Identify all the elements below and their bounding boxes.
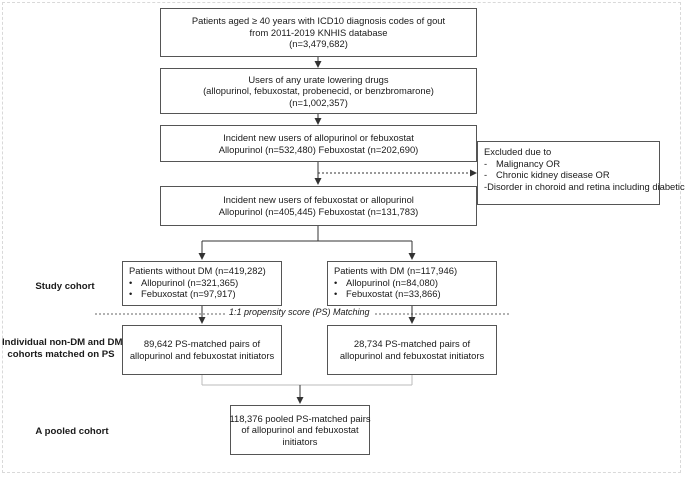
excluded-item-text: Malignancy OR [496,157,561,169]
box-incident-feb-line-2: Allopurinol (n=405,445) Febuxostat (n=13… [218,206,419,217]
box-with-dm: Patients with DM (n=117,946) • Allopurino… [327,261,497,306]
with-dm-item-text: Allopurinol (n=84,080) [346,276,438,288]
box-without-dm: Patients without DM (n=419,282) • Allopur… [122,261,282,306]
label-individual-line-1: Individual non-DM and DM [2,337,123,348]
box-ult-line-3: (n=1,002,357) [289,96,348,108]
without-dm-item-text: Allopurinol (n=321,365) [141,276,239,288]
box-incident-line-1: Incident new users of allopurinol or feb… [223,131,414,143]
label-individual-line-2: cohorts matched on PS [7,349,115,360]
with-dm-item-text: Febuxostat (n=33,866) [346,288,441,300]
excluded-marker: - [484,180,488,192]
box-incident-feb-line-1: Incident new users of febuxostat or allo… [223,194,414,206]
without-dm-item-text: Febuxostat (n=97,917) [141,288,236,300]
excluded-item: -Disorder in choroid and retina includin… [484,180,685,193]
excluded-item-text: Chronic kidney disease OR [496,169,610,181]
box-pooled: 118,376 pooled PS-matched pairs of allop… [229,405,371,455]
box-gout-patients: Patients aged ≥ 40 years with ICD10 diag… [160,8,477,57]
with-dm-title: Patients with DM (n=117,946) [334,265,458,276]
pooled-line-1: 118,376 pooled PS-matched pairs [229,412,371,424]
without-dm-list: • Allopurinol (n=321,365) • Febuxostat (n=… [129,277,275,300]
pooled-line-3: initiators [282,435,318,447]
with-dm-item: • Febuxostat (n=33,866) [334,288,490,300]
bullet-glyph: • [129,288,133,300]
box-incident-line-2: Allopurinol (n=532,480) Febuxostat (n=20… [218,143,419,155]
box-gout-line-2: from 2011-2019 KNHIS database [249,26,388,38]
box-matched-dm: 28,734 PS-matched pairs of allopurinol a… [327,325,497,375]
outer-frame [2,2,681,473]
ps-matching-label: 1:1 propensity score (PS) Matching [226,307,373,317]
label-study-cohort: Study cohort [35,281,95,292]
matched-dm-line-2: allopurinol and febuxostat initiators [339,350,485,361]
excluded-item: -Chronic kidney disease OR [484,169,653,181]
without-dm-item: • Febuxostat (n=97,917) [129,288,275,300]
label-pooled-cohort: A pooled cohort [35,426,109,437]
excluded-title: Excluded due to [484,146,552,157]
label-individual-cohorts: Individual non-DM and DM cohorts matched… [2,337,123,361]
with-dm-list: • Allopurinol (n=84,080) • Febuxostat (n=3… [334,277,490,300]
excluded-item: -Malignancy OR [484,158,653,170]
box-ult-line-2: (allopurinol, febuxostat, probenecid, or… [203,85,434,97]
box-incident-new-users: Incident new users of allopurinol or feb… [160,125,477,162]
pooled-line-2: of allopurinol and febuxostat [241,424,359,436]
box-ult-users: Users of any urate lowering drugs (allop… [160,68,477,114]
excluded-marker: - [484,169,488,181]
box-gout-line-3: (n=3,479,682) [289,38,348,50]
box-gout-line-1: Patients aged ≥ 40 years with ICD10 diag… [191,15,446,27]
with-dm-item: • Allopurinol (n=84,080) [334,277,490,289]
bullet-glyph: • [129,276,133,288]
box-matched-non-dm: 89,642 PS-matched pairs of allopurinol a… [122,325,282,375]
without-dm-title: Patients without DM (n=419,282) [129,265,266,276]
box-ult-line-1: Users of any urate lowering drugs [248,73,389,85]
excluded-list: -Malignancy OR -Chronic kidney disease O… [484,158,685,193]
matched-non-dm-line-1: 89,642 PS-matched pairs of [143,338,261,350]
bullet-glyph: • [334,288,338,300]
bullet-glyph: • [334,276,338,288]
matched-dm-line-1: 28,734 PS-matched pairs of [353,338,471,350]
excluded-marker: - [484,157,488,169]
without-dm-item: • Allopurinol (n=321,365) [129,277,275,289]
excluded-item-text: Disorder in choroid and retina including… [487,180,685,192]
box-incident-febuxostat: Incident new users of febuxostat or allo… [160,186,477,226]
box-excluded: Excluded due to -Malignancy OR -Chronic … [477,141,685,205]
matched-non-dm-line-2: allopurinol and febuxostat initiators [129,350,275,361]
